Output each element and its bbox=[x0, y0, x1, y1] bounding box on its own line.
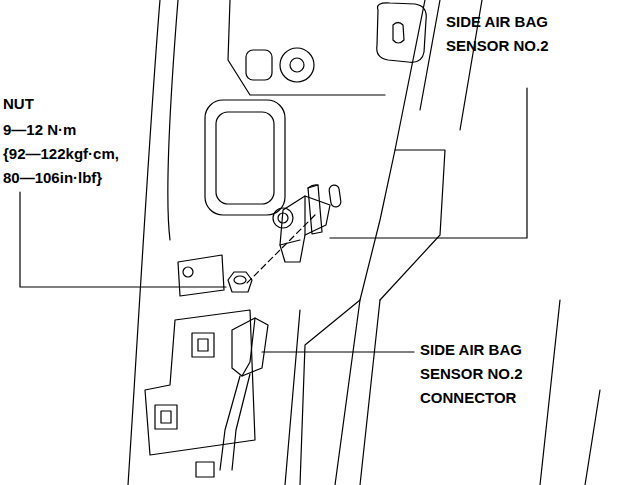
part-label: SIDE AIR BAG SENSOR NO.2 CONNECTOR bbox=[420, 338, 538, 410]
torque-value: 9—12 N·m bbox=[3, 118, 76, 142]
torque-value: {92—122kgf·cm, bbox=[3, 142, 119, 166]
torque-value: 80—106in·lbf} bbox=[3, 166, 102, 190]
part-label: NUT bbox=[3, 92, 34, 116]
part-label: SIDE AIR BAG SENSOR NO.2 bbox=[446, 10, 564, 58]
